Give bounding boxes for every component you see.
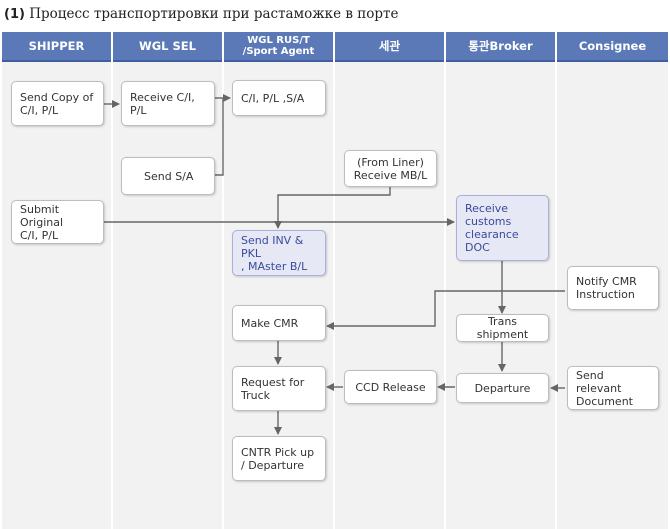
lane-header-consignee: Consignee <box>557 32 668 62</box>
lane-header-wgl-sel: WGL SEL <box>113 32 222 62</box>
lane-broker <box>446 32 555 529</box>
step-ci-pl-sa: C/I, P/L ,S/A <box>232 80 326 116</box>
lane-header-shipper: SHIPPER <box>2 32 111 62</box>
title-number: (1) <box>4 7 25 22</box>
lane-header-broker: 통관Broker <box>446 32 555 62</box>
step-send-inv-pkl: Send INV & PKL , MAster B/L <box>232 230 326 276</box>
lane-header-wgl-rus: WGL RUS/T /Sport Agent <box>224 32 333 62</box>
step-send-copy: Send Copy of C/I, P/L <box>11 81 104 126</box>
step-receive-ci-pl: Receive C/I, P/L <box>121 81 215 126</box>
title-text: Процесс транспортировки при растаможке в… <box>29 6 399 22</box>
step-receive-mbl: (From Liner) Receive MB/L <box>344 150 437 187</box>
arrow-mbl-to-sendinv <box>274 187 391 229</box>
step-trans-shipment: Trans shipment <box>456 314 549 342</box>
step-make-cmr: Make CMR <box>232 305 326 341</box>
step-departure: Departure <box>456 373 549 403</box>
page-title: (1) Процесс транспортировки при растамож… <box>4 6 399 22</box>
step-notify-cmr: Notify CMR Instruction <box>567 266 659 310</box>
step-send-sa: Send S/A <box>121 157 215 195</box>
arrow-sendsa-to-cipl <box>215 98 224 176</box>
step-submit-original: Submit Original C/I, P/L <box>11 200 104 244</box>
step-request-truck: Request for Truck <box>232 366 326 411</box>
lane-header-customs: 세관 <box>335 32 444 62</box>
step-cntr-pickup: CNTR Pick up / Departure <box>232 436 326 481</box>
lane-customs <box>335 32 444 529</box>
step-receive-customs-doc: Receive customs clearance DOC <box>456 195 549 261</box>
arrow-notify-to-makecmr <box>326 290 565 330</box>
step-ccd-release: CCD Release <box>344 370 437 404</box>
step-send-relevant-doc: Send relevant Document <box>567 366 659 410</box>
